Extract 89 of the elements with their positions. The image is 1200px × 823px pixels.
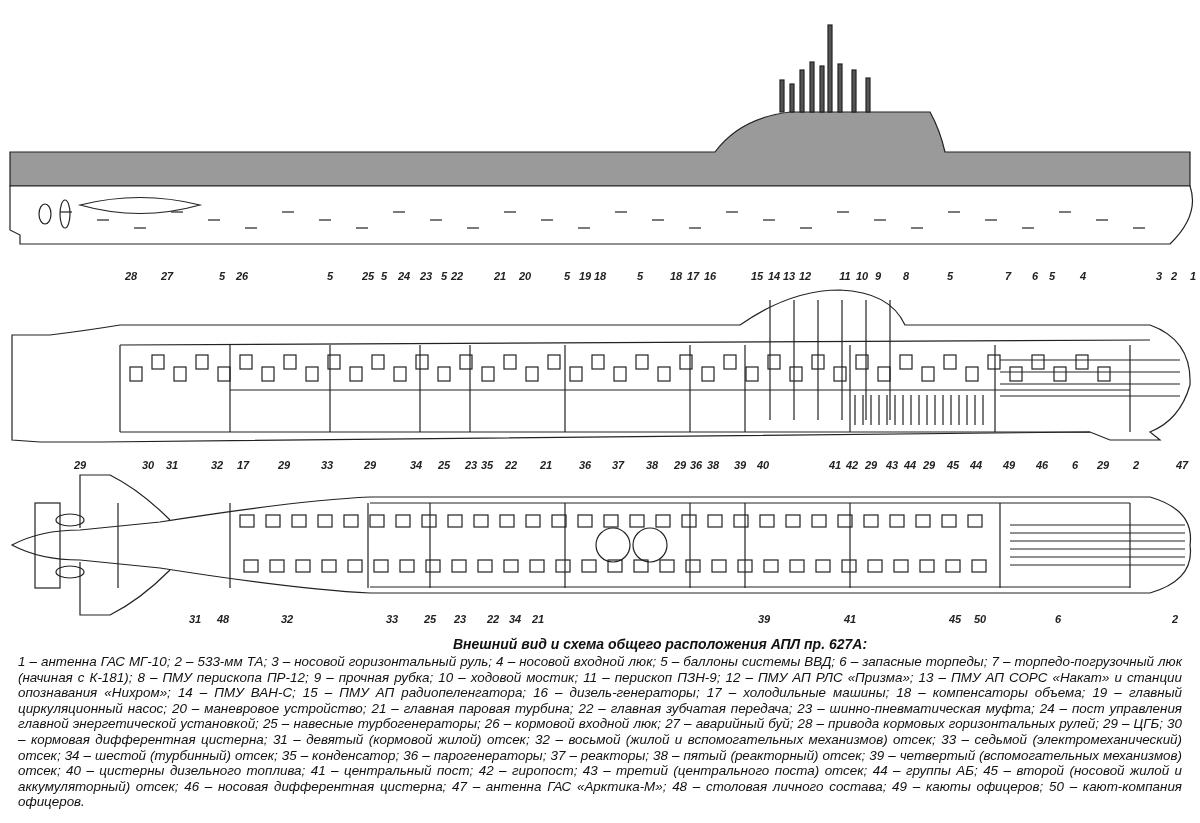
callout-number: 32 [210, 459, 224, 471]
callout-number: 31 [165, 459, 179, 471]
callout-number: 29 [864, 459, 878, 471]
callout-number: 10 [855, 270, 869, 282]
caption: 1 – антенна ГАС МГ-10; 2 – 533-мм ТА; 3 – носовой горизонтальный руль; 4 – носовой входной люк; 5 – баллоны системы ВВД; 6 – запасные торпеды; 7 – торпедо-погрузочный люк (начиная с К-181); 8 – ПМУ перископа ПР-12; 9 – прочная рубка; 10 – ходовой мостик; 11 – перископ ПЗН-9; 12 – ПМУ АП РЛС «Призма»; 13 – ПМУ АП СОРС «Накат» и станции опознавания «Нихром»; 14 – ПМУ ВАН-С; 15 – ПМУ АП радиопеленгатора; 16 – дизель-генераторы; 17 – холодильные машины; 18 – компенсаторы объема; 19 – главный циркуляционный насос; 20 – маневровое устройство; 21 – главная паровая турбина; 22 – главная зубчатая передача; 23 – шинно-пневматическая муфта; 24 – пост управления главной энергетической установкой; 25 – навесные турбогенераторы; 26 – кормовой входной люк; 27 – аварийный буй; 28 – привода кормовых горизонтальных рулей; 29 – ЦГБ; 30 – кормовая дифферентная цистерна; 31 – девятый (кормовой жилой) отсек; 32 – восьмой (жилой и вспомогательных механизмов) отсек; 33 – седьмой (электромеханический) отсек; 34 – шестой (турбинный) отсек; 35 – конденсатор; 36 – парогенераторы; 37 – реакторы; 38 – пятый (реакторный) отсек; 39 – четвертый (вспомогательных механизмов) отсек; 40 – цистерны дизельного топлива; 41 – центральный пост; 42 – гиропост; 43 – третий (центрального поста) отсек; 44 – группы АБ; 45 – второй (носовой жилой и аккумуляторный) отсек; 46 – носовая дифферентная цистерна; 47 – антенна ГАС «Арктика-М»; 48 – столовая личного состава; 49 – каюты офицеров; 50 – кают-компания офицеров. [18, 654, 1182, 810]
callout-number: 39 [757, 613, 771, 625]
callout-number: 35 [480, 459, 494, 471]
callout-number: 34 [508, 613, 522, 625]
callout-number: 44 [903, 459, 917, 471]
callout-number: 11 [839, 270, 851, 282]
callout-number: 7 [1004, 270, 1012, 282]
callout-number: 24 [397, 270, 411, 282]
callout-number: 13 [782, 270, 796, 282]
callout-number: 2 [1171, 613, 1179, 625]
callout-number: 38 [706, 459, 720, 471]
callout-number: 29 [673, 459, 687, 471]
callout-number: 25 [361, 270, 375, 282]
callout-number: 47 [1175, 459, 1189, 471]
callout-number: 33 [320, 459, 334, 471]
callout-number: 31 [188, 613, 202, 625]
callout-number: 12 [798, 270, 812, 282]
callout-number: 28 [124, 270, 138, 282]
callout-number: 32 [280, 613, 294, 625]
callout-number: 5 [636, 270, 644, 282]
callout-number: 9 [874, 270, 882, 282]
callout-number: 27 [160, 270, 174, 282]
callout-number: 5 [380, 270, 388, 282]
callout-number: 21 [531, 613, 545, 625]
callout-number: 19 [578, 270, 592, 282]
callout-number: 39 [733, 459, 747, 471]
callout-number: 29 [922, 459, 936, 471]
callout-number: 37 [611, 459, 625, 471]
callout-number: 3 [1155, 270, 1163, 282]
title: Внешний вид и схема общего расположения АПЛ пр. 627А: [452, 636, 868, 652]
callout-number: 14 [767, 270, 781, 282]
callout-number: 29 [73, 459, 87, 471]
callout-number: 2 [1132, 459, 1140, 471]
callout-number: 29 [363, 459, 377, 471]
callout-number: 41 [843, 613, 857, 625]
callout-number: 20 [518, 270, 532, 282]
callout-number: 5 [946, 270, 954, 282]
callout-number: 4 [1079, 270, 1087, 282]
callout-number: 23 [464, 459, 478, 471]
callout-number: 26 [235, 270, 249, 282]
callout-number: 6 [1071, 459, 1079, 471]
callout-number: 42 [845, 459, 859, 471]
callout-number: 23 [419, 270, 433, 282]
callout-number: 8 [902, 270, 910, 282]
callout-number: 22 [486, 613, 500, 625]
callout-number: 41 [828, 459, 842, 471]
callout-number: 17 [236, 459, 250, 471]
callout-number: 15 [750, 270, 764, 282]
callout-number: 34 [409, 459, 423, 471]
callout-number: 43 [885, 459, 899, 471]
callout-number: 23 [453, 613, 467, 625]
callout-number: 5 [326, 270, 334, 282]
callout-number: 21 [539, 459, 553, 471]
callout-number: 40 [756, 459, 770, 471]
callout-number: 33 [385, 613, 399, 625]
callout-number: 17 [686, 270, 700, 282]
callout-number: 18 [669, 270, 683, 282]
callout-number: 38 [645, 459, 659, 471]
callout-number: 22 [450, 270, 464, 282]
callout-number: 5 [440, 270, 448, 282]
callout-number: 29 [1096, 459, 1110, 471]
callout-number: 25 [437, 459, 451, 471]
callout-number: 5 [218, 270, 226, 282]
callout-number: 16 [703, 270, 717, 282]
callout-number: 45 [948, 613, 962, 625]
callout-number: 21 [493, 270, 507, 282]
callout-number: 44 [969, 459, 983, 471]
callout-number: 36 [689, 459, 703, 471]
callout-number: 5 [563, 270, 571, 282]
callout-number: 36 [578, 459, 592, 471]
callout-number: 1 [1189, 270, 1197, 282]
callout-number: 25 [423, 613, 437, 625]
callout-number: 5 [1048, 270, 1056, 282]
callout-number: 49 [1002, 459, 1016, 471]
callout-number: 50 [973, 613, 987, 625]
callout-number: 46 [1035, 459, 1049, 471]
callout-number: 6 [1054, 613, 1062, 625]
callout-number: 6 [1031, 270, 1039, 282]
callout-number: 29 [277, 459, 291, 471]
callout-number: 22 [504, 459, 518, 471]
callout-number: 18 [593, 270, 607, 282]
callout-number: 30 [141, 459, 155, 471]
callout-number: 45 [946, 459, 960, 471]
callout-number: 48 [216, 613, 230, 625]
callout-number: 2 [1170, 270, 1178, 282]
